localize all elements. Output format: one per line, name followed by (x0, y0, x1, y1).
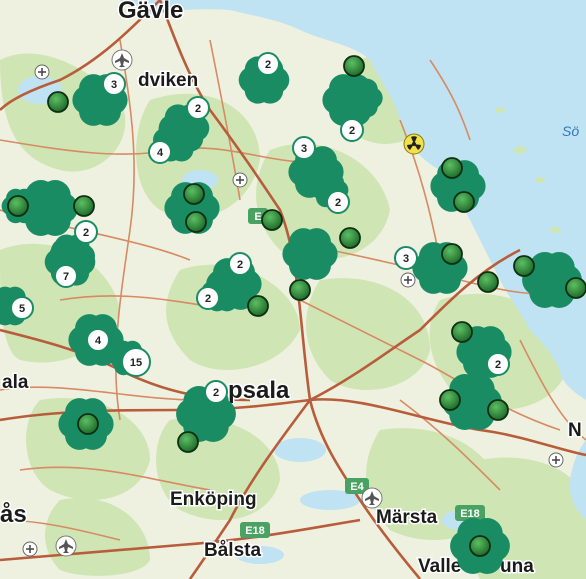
cluster-count-badge[interactable]: 5 (10, 296, 34, 320)
svg-text:E: E (254, 211, 261, 223)
airport-icon (361, 487, 383, 509)
site-marker[interactable] (339, 227, 361, 249)
site-marker[interactable] (451, 321, 473, 343)
church-icon (400, 272, 416, 288)
site-marker[interactable] (439, 389, 461, 411)
place-label-balsta: Bålsta (204, 540, 261, 561)
cluster-count: 4 (95, 335, 102, 347)
cluster-count-badge[interactable]: 3 (292, 136, 316, 160)
airport-icon (55, 535, 77, 557)
site-marker[interactable] (177, 431, 199, 453)
road-shield-e18-marsta: E18 (455, 505, 485, 521)
site-marker[interactable] (453, 191, 475, 213)
site-marker[interactable] (7, 195, 29, 217)
site-marker[interactable] (487, 399, 509, 421)
site-marker[interactable] (343, 55, 365, 77)
cluster-count-badge[interactable]: 2 (326, 190, 350, 214)
cluster-blob[interactable] (341, 78, 383, 118)
place-label-sala: ala (2, 372, 29, 393)
site-marker[interactable] (183, 183, 205, 205)
cluster-blob[interactable] (18, 180, 78, 236)
cluster-count-badge[interactable]: 2 (228, 252, 252, 276)
cluster-count-badge[interactable]: 2 (196, 286, 220, 310)
place-label-sandviken: dviken (138, 70, 198, 91)
cluster-count: 2 (265, 59, 271, 71)
site-marker[interactable] (565, 277, 586, 299)
marker-layer (7, 55, 586, 557)
cluster-count: 3 (403, 253, 409, 265)
cluster-count-badge[interactable]: 2 (486, 352, 510, 376)
cluster-count: 2 (237, 259, 243, 271)
cluster-count-badge[interactable]: 2 (204, 380, 228, 404)
cluster-count-badge[interactable]: 4 (86, 328, 110, 352)
sea-label: Sö (562, 123, 579, 139)
site-marker[interactable] (247, 295, 269, 317)
site-marker[interactable] (289, 279, 311, 301)
site-marker[interactable] (185, 211, 207, 233)
cluster-count: 2 (83, 227, 89, 239)
cluster-count-badge[interactable]: 4 (148, 140, 172, 164)
cluster-count: 2 (349, 125, 355, 137)
cluster-count-badge[interactable]: 3 (102, 72, 126, 96)
site-marker[interactable] (513, 255, 535, 277)
site-marker[interactable] (469, 535, 491, 557)
site-marker[interactable] (441, 157, 463, 179)
site-marker[interactable] (477, 271, 499, 293)
place-label-vasteras: ås (0, 501, 27, 528)
place-label-gavle: Gävle (118, 0, 183, 24)
church-icon (22, 541, 38, 557)
airport-icon (111, 49, 133, 71)
place-label-uppsala: psala (228, 377, 290, 404)
road-shield-e4: E4 (345, 478, 369, 494)
site-marker[interactable] (73, 195, 95, 217)
cluster-count: 5 (19, 303, 25, 315)
cluster-count: 2 (205, 293, 211, 305)
cluster-count-badge[interactable]: 2 (256, 52, 280, 76)
place-label-norrtalje: N (568, 420, 582, 441)
nuclear-plant-icon[interactable] (403, 133, 425, 155)
svg-text:E4: E4 (350, 481, 364, 493)
place-label-marsta: Märsta (376, 507, 438, 528)
cluster-count-badge[interactable]: 2 (340, 118, 364, 142)
place-label-vallentuna: Valle (418, 556, 461, 577)
cluster-count: 3 (301, 143, 307, 155)
cluster-count-badge[interactable]: 7 (54, 264, 78, 288)
place-label-enkoping: Enköping (170, 489, 257, 510)
road-shield-e18-balsta: E18 (240, 522, 270, 538)
cluster-count-badge[interactable]: 2 (186, 96, 210, 120)
church-icon (232, 172, 248, 188)
cluster-count: 2 (495, 359, 501, 371)
place-label-vallentuna-end: una (500, 556, 534, 577)
church-icon (34, 64, 50, 80)
site-marker[interactable] (47, 91, 69, 113)
site-marker[interactable] (77, 413, 99, 435)
islands (495, 107, 561, 233)
cluster-count: 2 (195, 103, 201, 115)
church-icon (548, 452, 564, 468)
site-marker[interactable] (261, 209, 283, 231)
badge-layer: 3 2 2 4 2 3 2 2 7 5 2 2 3 4 15 2 2 (10, 52, 510, 404)
cluster-count: 4 (157, 147, 164, 159)
cluster-count: 7 (63, 271, 69, 283)
cluster-count: 2 (213, 387, 219, 399)
svg-text:E18: E18 (245, 525, 265, 537)
svg-text:E18: E18 (460, 508, 480, 520)
cluster-blob[interactable] (282, 228, 338, 280)
cluster-blob[interactable] (288, 146, 344, 198)
cluster-count: 2 (335, 197, 341, 209)
cluster-count: 15 (130, 357, 142, 369)
cluster-count-badge[interactable]: 15 (121, 347, 151, 377)
cluster-count: 3 (111, 79, 117, 91)
site-marker[interactable] (441, 243, 463, 265)
cluster-count-badge[interactable]: 2 (74, 220, 98, 244)
cluster-count-badge[interactable]: 3 (394, 246, 418, 270)
